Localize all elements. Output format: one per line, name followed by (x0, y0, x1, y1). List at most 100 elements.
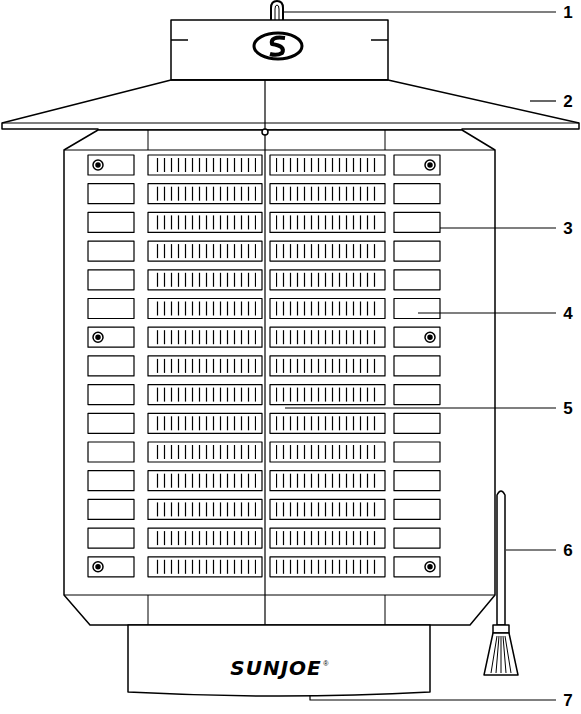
grille-cell (394, 471, 440, 491)
grille-cell (270, 385, 385, 405)
screw (425, 160, 435, 170)
grille-cell (270, 413, 385, 433)
callout-number: 7 (561, 691, 574, 710)
grille-cell (88, 299, 134, 319)
electric-grid (276, 359, 379, 373)
grille-cell (270, 471, 385, 491)
grille-cell (270, 241, 385, 261)
grille-cell (394, 270, 440, 290)
grille-cell (88, 184, 134, 204)
housing-facet (385, 130, 386, 150)
electric-grid (276, 302, 379, 316)
hanging-hook (271, 1, 283, 22)
electric-grid (154, 502, 256, 516)
grille-cell (394, 212, 440, 232)
grille-cell (148, 299, 262, 319)
callout-number: 3 (561, 219, 574, 238)
grille-cell (148, 241, 262, 261)
grille-cell (88, 528, 134, 548)
grille-cell (88, 241, 134, 261)
logo-s (270, 38, 285, 55)
grille-cell (148, 528, 262, 548)
grille-cell (88, 413, 134, 433)
electric-grid (154, 244, 256, 258)
housing-edge (64, 595, 495, 596)
electric-grid (154, 388, 256, 402)
grille-cell (270, 299, 385, 319)
screw (425, 562, 435, 572)
grille-cell (148, 557, 262, 577)
electric-grid (276, 244, 379, 258)
electric-grid (154, 187, 256, 201)
cleaning-brush-bristles (484, 633, 518, 675)
grille-cell (88, 499, 134, 519)
electric-grid (154, 531, 256, 545)
grille-cell (270, 212, 385, 232)
electric-grid (276, 502, 379, 516)
callout-number: 2 (561, 92, 574, 111)
grille-cell (88, 327, 134, 347)
grille-cell (394, 528, 440, 548)
grille-cell (88, 356, 134, 376)
grille-cell (270, 184, 385, 204)
electric-grid (276, 388, 379, 402)
housing-facet (385, 595, 386, 625)
grille-cell (88, 442, 134, 462)
grille-cell (88, 155, 134, 175)
electric-grid (276, 531, 379, 545)
grille-cell (88, 270, 134, 290)
electric-grid (276, 215, 379, 229)
electric-grid (276, 445, 379, 459)
top-screw (262, 129, 268, 135)
screw (93, 160, 103, 170)
registered-mark: ® (323, 660, 328, 667)
grille-cell (394, 557, 440, 577)
grille-cell (148, 270, 262, 290)
grille-cell (148, 155, 262, 175)
callout-number: 6 (561, 541, 574, 560)
electric-grid (276, 330, 379, 344)
grille-cell (88, 471, 134, 491)
grille-cell (148, 212, 262, 232)
cap-notch (371, 39, 388, 41)
grille-cell (148, 356, 262, 376)
screw-head (96, 163, 100, 167)
bristle-lines (491, 636, 511, 673)
grille-cell (394, 442, 440, 462)
grille-cell (394, 385, 440, 405)
screw (425, 332, 435, 342)
electric-grid (276, 474, 379, 488)
housing-facet (148, 130, 149, 150)
electric-grid (154, 302, 256, 316)
grille-cell (270, 270, 385, 290)
screw-head (96, 565, 100, 569)
electric-grid (276, 560, 379, 574)
grille-cell (270, 528, 385, 548)
electric-grid (154, 560, 256, 574)
electric-grid (276, 416, 379, 430)
grille-cell (394, 413, 440, 433)
brand-name: SUNJOE (230, 658, 322, 678)
grille-cell (148, 327, 262, 347)
housing-facet (148, 595, 149, 625)
electric-grid (154, 158, 256, 172)
callout-number: 1 (561, 3, 574, 22)
housing-seam (264, 80, 265, 625)
protective-grille (88, 155, 440, 577)
grille-cell (394, 499, 440, 519)
grille-cell (394, 241, 440, 261)
grille-cell (148, 442, 262, 462)
grille-cell (394, 299, 440, 319)
electric-grid (154, 445, 256, 459)
screw (93, 332, 103, 342)
electric-grid (276, 187, 379, 201)
housing-edge (64, 150, 495, 151)
cleaning-brush-ferrule (493, 625, 509, 633)
electric-grid (276, 273, 379, 287)
electric-grid (154, 474, 256, 488)
grille-cell (394, 155, 440, 175)
grille-cell (394, 184, 440, 204)
grille-cell (88, 385, 134, 405)
